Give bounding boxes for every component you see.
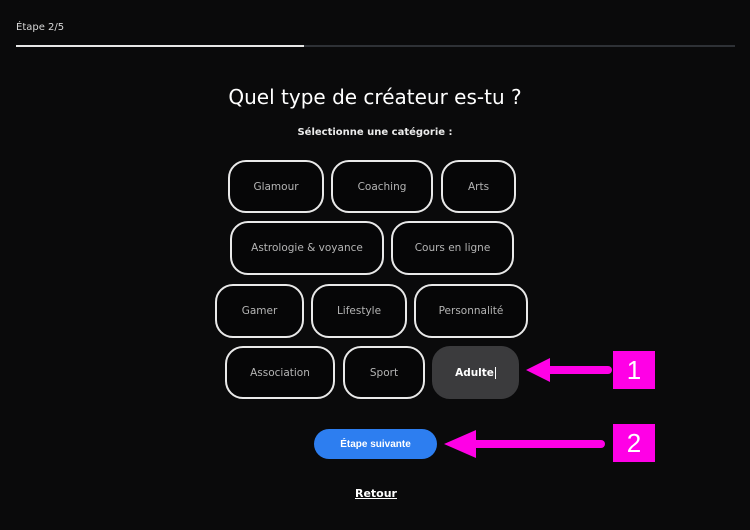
category-lifestyle[interactable]: Lifestyle <box>311 284 407 338</box>
category-personnalite[interactable]: Personnalité <box>414 284 528 338</box>
back-link[interactable]: Retour <box>354 487 397 500</box>
category-arts[interactable]: Arts <box>441 160 516 213</box>
category-sport[interactable]: Sport <box>343 346 425 399</box>
progress-bar <box>16 45 735 47</box>
category-label: Gamer <box>241 305 278 317</box>
step-indicator: Étape 2/5 <box>16 22 65 33</box>
page-title: Quel type de créateur es-tu ? <box>228 85 522 109</box>
category-association[interactable]: Association <box>225 346 335 399</box>
category-label: Lifestyle <box>336 305 382 317</box>
category-label: Coaching <box>357 180 407 193</box>
category-prompt: Sélectionne une catégorie : <box>297 127 453 138</box>
next-step-button[interactable]: Étape suivante <box>314 429 437 459</box>
category-label: Arts <box>467 180 490 193</box>
annotation-badge-2: 2 <box>613 424 655 462</box>
category-label: Cours en ligne <box>414 242 491 254</box>
annotation-arrow-1-icon <box>526 358 612 382</box>
category-cours-en-ligne[interactable]: Cours en ligne <box>391 221 514 275</box>
text-cursor <box>494 366 496 379</box>
category-adulte[interactable]: Adulte <box>432 346 519 399</box>
annotation-arrow-2-icon <box>444 430 605 458</box>
category-label: Association <box>250 366 310 379</box>
category-label: Glamour <box>253 180 299 193</box>
category-astrologie-voyance[interactable]: Astrologie & voyance <box>230 221 384 275</box>
category-gamer[interactable]: Gamer <box>215 284 304 338</box>
category-label: Sport <box>369 366 399 379</box>
category-coaching[interactable]: Coaching <box>331 160 433 213</box>
category-label: Adulte <box>455 366 494 379</box>
category-glamour[interactable]: Glamour <box>228 160 324 213</box>
category-label: Astrologie & voyance <box>251 242 363 254</box>
category-label: Personnalité <box>438 305 504 317</box>
progress-bar-fill <box>16 45 304 47</box>
annotation-badge-1: 1 <box>613 351 655 389</box>
